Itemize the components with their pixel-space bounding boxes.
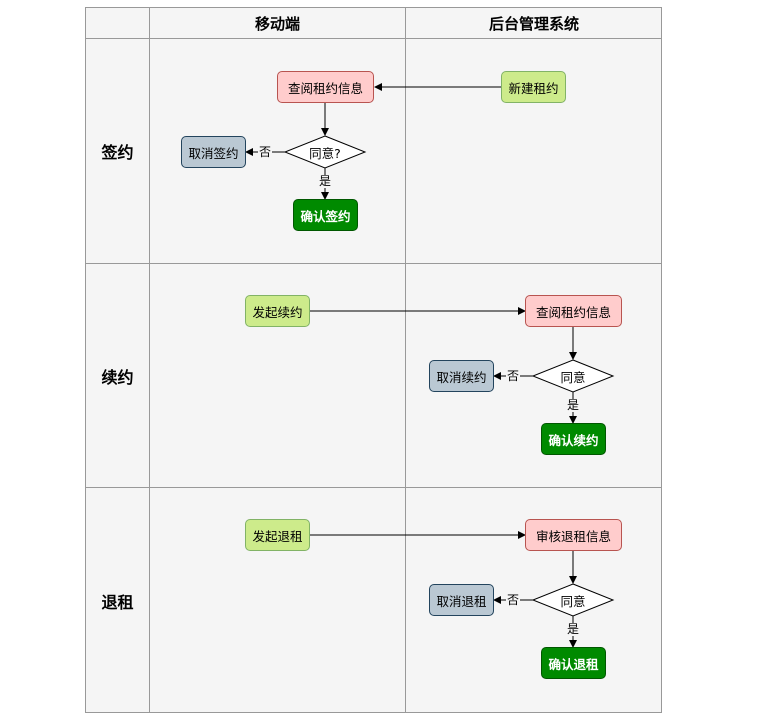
sign-cancel[interactable]: 取消签约	[181, 136, 246, 168]
renew-start[interactable]: 发起续约	[245, 295, 310, 327]
terminate-review-info[interactable]: 审核退租信息	[525, 519, 622, 551]
renew-cancel[interactable]: 取消续约	[429, 360, 494, 392]
sign-decision-label: 同意?	[309, 145, 341, 161]
row-label-renew: 续约	[101, 367, 134, 387]
renew-view-lease-info[interactable]: 查阅租约信息	[525, 295, 622, 327]
row-label-sign: 签约	[101, 143, 134, 162]
sign-no-label: 否	[258, 145, 273, 159]
terminate-yes-label: 是	[566, 622, 581, 636]
sign-yes-label: 是	[318, 174, 333, 188]
renew-yes-label: 是	[566, 398, 581, 412]
renew-decision-label: 同意	[560, 369, 586, 385]
header-backend: 后台管理系统	[488, 14, 579, 33]
terminate-confirm[interactable]: 确认退租	[541, 647, 606, 679]
terminate-start[interactable]: 发起退租	[245, 519, 310, 551]
renew-confirm[interactable]: 确认续约	[541, 423, 606, 455]
grid-lines	[85, 7, 662, 713]
terminate-no-label: 否	[506, 593, 521, 607]
row-label-terminate: 退租	[101, 592, 134, 612]
renew-no-label: 否	[506, 369, 521, 383]
terminate-cancel[interactable]: 取消退租	[429, 584, 494, 616]
terminate-decision-label: 同意	[560, 593, 586, 609]
sign-new-lease[interactable]: 新建租约	[501, 71, 566, 103]
sign-confirm[interactable]: 确认签约	[293, 199, 358, 231]
header-mobile: 移动端	[254, 14, 300, 33]
sign-view-lease-info[interactable]: 查阅租约信息	[277, 71, 374, 103]
